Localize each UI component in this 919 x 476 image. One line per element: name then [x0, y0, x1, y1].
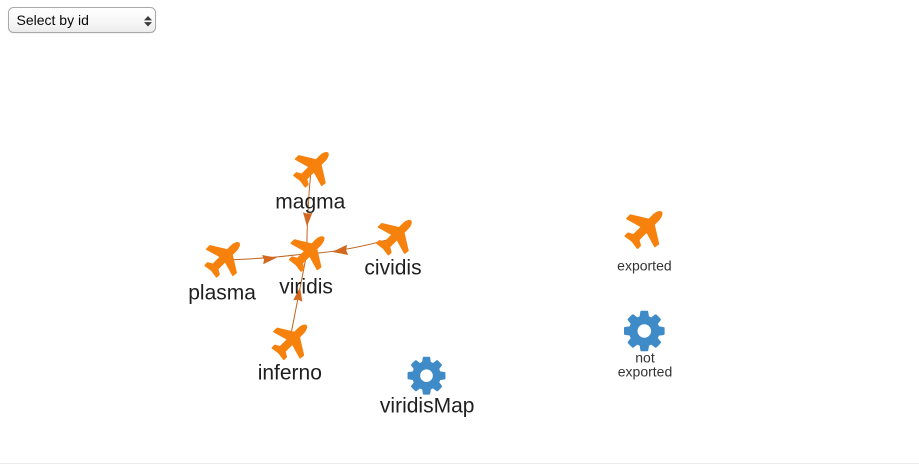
svg-text:plasma: plasma: [188, 282, 256, 305]
svg-text:exported: exported: [617, 258, 671, 274]
svg-text:cividis: cividis: [364, 257, 421, 280]
svg-text:viridisMap: viridisMap: [380, 394, 475, 417]
svg-text:magma: magma: [275, 190, 345, 213]
svg-text:inferno: inferno: [258, 362, 322, 385]
svg-text:viridis: viridis: [279, 275, 333, 298]
svg-text:not: not: [635, 349, 655, 365]
svg-text:exported: exported: [618, 364, 672, 380]
